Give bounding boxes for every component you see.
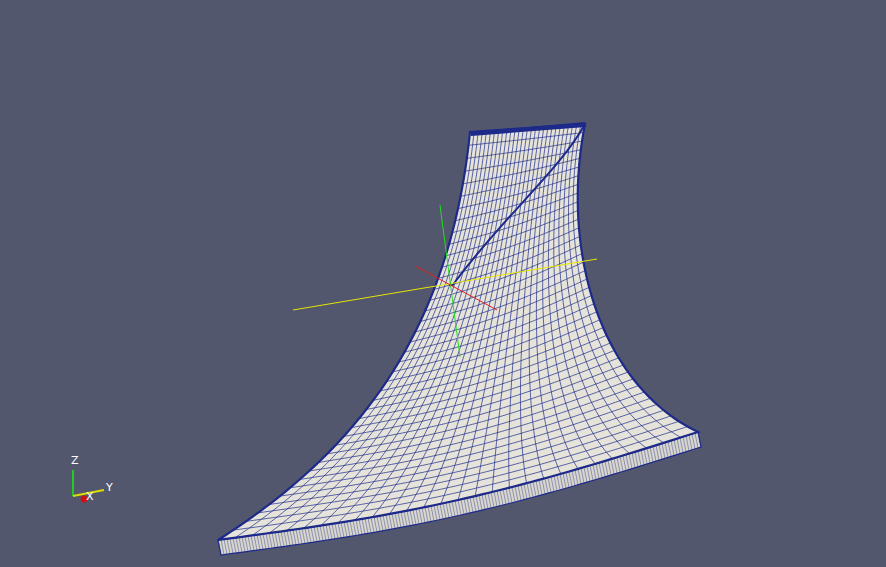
axis-label: X — [86, 491, 94, 503]
blade-surface — [218, 122, 698, 540]
axis-label: Z — [71, 455, 79, 467]
axis-label: Y — [106, 482, 113, 494]
center-axes — [293, 205, 597, 357]
orientation-axes — [73, 470, 104, 503]
